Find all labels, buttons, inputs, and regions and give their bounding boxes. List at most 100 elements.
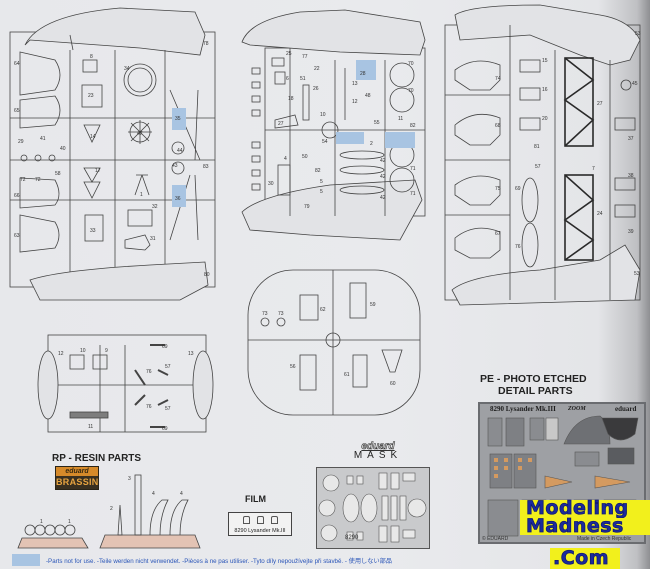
- part-number-label: 11: [88, 424, 93, 430]
- part-number-label: 50: [302, 154, 308, 160]
- part-number-label: 4: [152, 491, 155, 497]
- part-number-label: 79: [304, 204, 310, 210]
- part-number-label: 43: [172, 163, 178, 169]
- part-number-label: 13: [352, 81, 358, 87]
- part-number-label: 76: [146, 404, 152, 410]
- part-number-label: 34: [124, 66, 130, 72]
- film-window-icon: [271, 516, 278, 524]
- part-number-label: 57: [535, 164, 541, 170]
- pe-fret-copyright: © EDUARD: [482, 536, 509, 542]
- part-number-label: 45: [632, 81, 638, 87]
- pe-fret-zoom-brand: ZOOM: [568, 406, 586, 412]
- part-number-label: 41: [40, 136, 46, 142]
- part-number-label: 76: [146, 369, 152, 375]
- unused-part-3: [385, 132, 415, 148]
- part-number-label: 14: [90, 134, 96, 140]
- part-number-label: 70: [408, 88, 414, 94]
- part-number-label: 57: [165, 364, 171, 370]
- part-number-label: 23: [88, 93, 94, 99]
- part-number-label: 30: [268, 181, 274, 187]
- part-number-label: 53: [634, 271, 640, 277]
- part-number-label: 4: [180, 491, 183, 497]
- modeling-madness-watermark: Modeling Madness .Com: [520, 498, 650, 569]
- part-number-label: 13: [188, 351, 194, 357]
- unused-parts-legend-text: -Parts not for use. -Teile werden nicht …: [46, 558, 392, 565]
- part-number-label: 51: [300, 76, 306, 82]
- part-number-label: 1: [140, 192, 143, 198]
- part-number-label: 17: [95, 168, 101, 174]
- unused-part-35: [172, 108, 186, 130]
- part-number-label: 25: [286, 51, 292, 57]
- part-number-label: 48: [365, 93, 371, 99]
- part-number-label: 1: [68, 519, 71, 525]
- part-number-label: 39: [628, 229, 634, 235]
- part-number-label: 53: [635, 31, 641, 37]
- part-number-label: 16: [542, 87, 548, 93]
- tailplane-65: [19, 95, 61, 129]
- part-number-label: 54: [322, 139, 328, 145]
- part-number-label: 68: [495, 123, 501, 129]
- part-number-label: 2: [110, 506, 113, 512]
- photo-etched-heading-line2: DETAIL PARTS: [498, 385, 573, 397]
- part-number-label: 61: [344, 372, 350, 378]
- part-number-label: 42: [380, 158, 386, 164]
- part-number-label: 20: [542, 116, 548, 122]
- part-number-label: 36: [175, 196, 181, 202]
- part-number-label: 76: [515, 244, 521, 250]
- part-number-label: 67: [495, 231, 501, 237]
- part-number-label: 69: [162, 426, 168, 432]
- part-number-label: 37: [628, 136, 634, 142]
- mask-logo-brand: eduard: [361, 441, 395, 453]
- pe-fret-eduard-brand: eduard: [615, 405, 637, 413]
- part-number-label: 9: [105, 348, 108, 354]
- part-number-label: 63: [14, 233, 20, 239]
- part-number-label: 59: [370, 302, 376, 308]
- part-number-label: 77: [302, 54, 308, 60]
- part-number-label: 66: [14, 193, 20, 199]
- part-number-label: 1: [40, 519, 43, 525]
- part-number-label: 62: [320, 307, 326, 313]
- part-number-label: 72: [35, 177, 41, 183]
- pe-fret-title: 8290 Lysander Mk.III: [490, 405, 556, 413]
- film-window-icon: [257, 516, 264, 524]
- watermark-line2: Madness: [520, 516, 650, 536]
- part-number-label: 65: [14, 108, 20, 114]
- part-number-label: 60: [390, 381, 396, 387]
- part-number-label: 57: [165, 406, 171, 412]
- part-number-label: 47: [137, 131, 143, 137]
- unused-part-82: [336, 132, 364, 144]
- part-number-label: 3: [128, 476, 131, 482]
- part-number-label: 55: [374, 120, 380, 126]
- tailplane-64: [19, 51, 61, 96]
- part-number-label: 38: [628, 173, 634, 179]
- unused-parts-swatch: [12, 554, 40, 566]
- part-number-label: 18: [288, 96, 294, 102]
- watermark-line1: Modeling: [520, 498, 650, 518]
- brassin-logo-brand: eduard: [56, 467, 98, 476]
- part-number-label: 27: [597, 101, 603, 107]
- part-number-label: 4: [284, 156, 287, 162]
- part-number-label: 33: [90, 228, 96, 234]
- mask-logo-word: MASK: [353, 450, 403, 461]
- pe-fret-made-in: Made in Czech Republic: [576, 536, 633, 542]
- photo-etched-heading: PE - PHOTO ETCHED DETAIL PARTS: [480, 373, 587, 397]
- brassin-logo-name: BRASSIN: [56, 477, 99, 487]
- resin-parts-heading: RP - RESIN PARTS: [52, 453, 142, 464]
- part-number-label: 29: [18, 139, 24, 145]
- part-number-label: 10: [320, 112, 326, 118]
- part-number-label: 24: [597, 211, 603, 217]
- part-number-label: 64: [14, 61, 20, 67]
- photo-etched-heading-line1: PE - PHOTO ETCHED: [480, 373, 587, 385]
- part-number-label: 75: [495, 186, 501, 192]
- part-number-label: 42: [380, 174, 386, 180]
- part-number-label: 81: [534, 144, 540, 150]
- part-number-label: 74: [495, 76, 501, 82]
- resin-parts: 1 1 2 3 4 4: [17, 474, 201, 549]
- part-number-label: 7: [592, 166, 595, 172]
- part-number-label: 56: [290, 364, 296, 370]
